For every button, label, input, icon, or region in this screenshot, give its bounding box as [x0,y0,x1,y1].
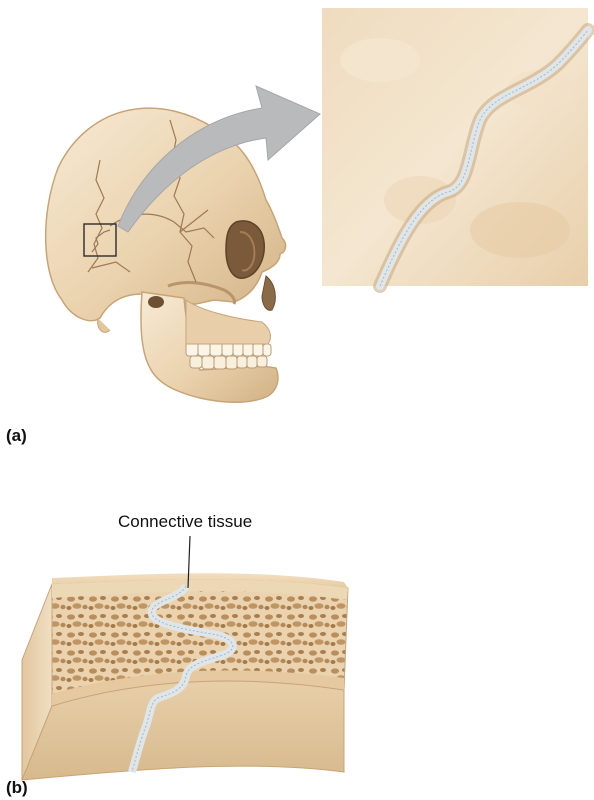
ear-canal [148,296,164,308]
nasal-cavity [262,276,275,310]
zoom-inset [322,8,588,286]
maxilla [186,300,270,344]
panel-b-label: (b) [6,778,28,798]
skull-illustration [46,108,286,402]
connective-tissue-label: Connective tissue [118,512,252,532]
lower-teeth [190,356,267,369]
panel-a-label: (a) [6,426,27,446]
bone-block [22,573,348,780]
